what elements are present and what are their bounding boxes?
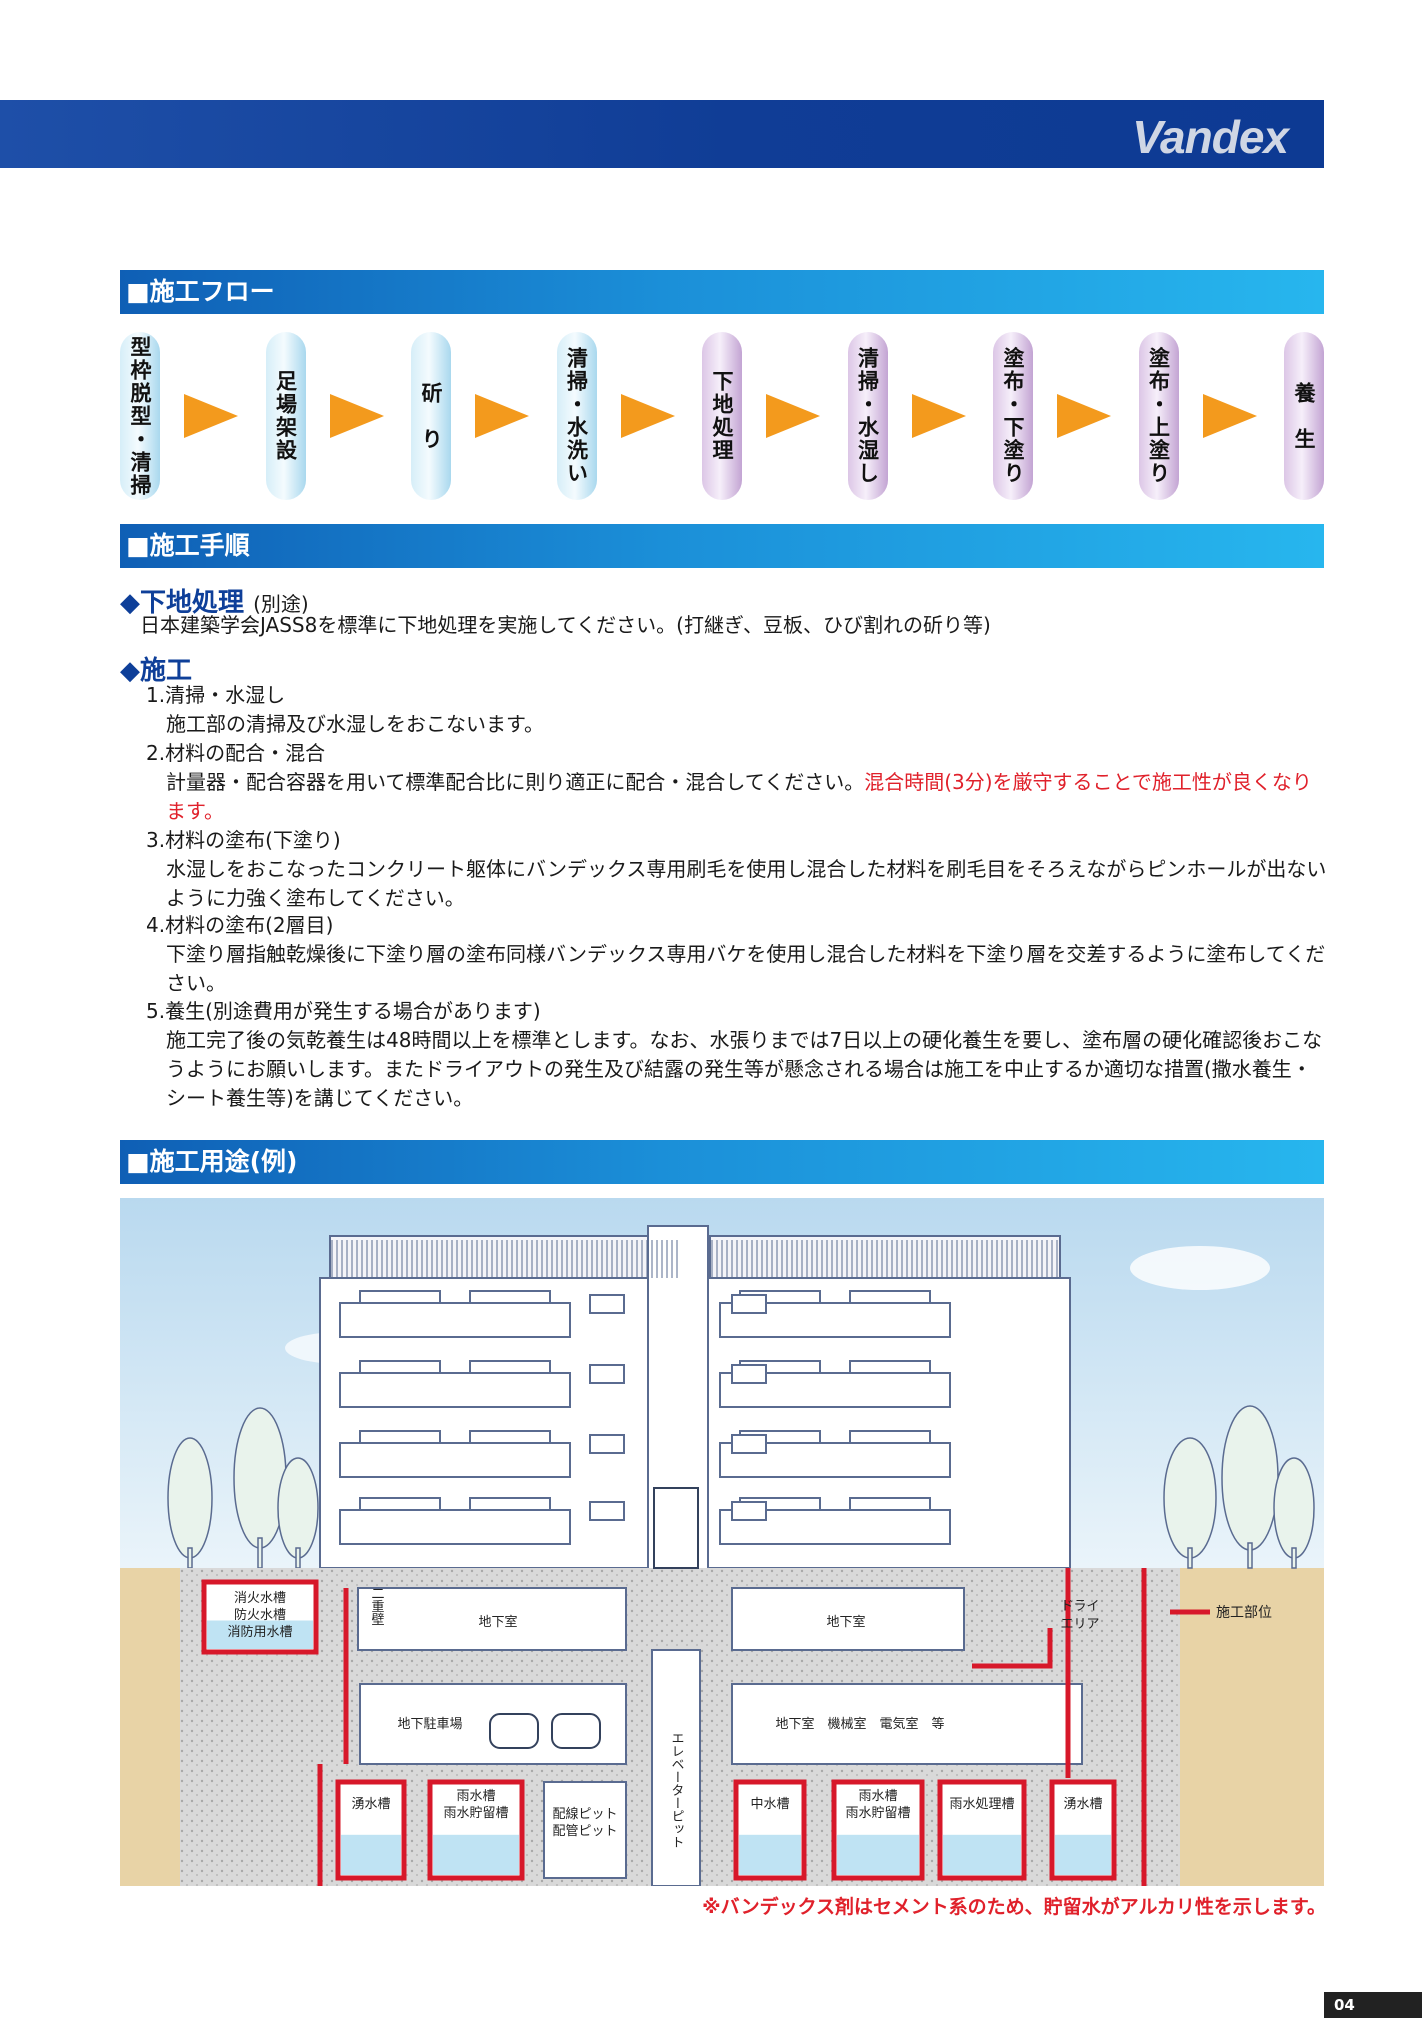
illustration-label: 防火水槽 bbox=[234, 1607, 286, 1623]
basement-rooms bbox=[357, 1587, 1083, 1887]
footnote: ※バンデックス剤はセメント系のため、貯留水がアルカリ性を示します。 bbox=[702, 1896, 1326, 1918]
illustration-label: 湧水槽 bbox=[1063, 1796, 1102, 1812]
illustration-label: 配管ピット bbox=[552, 1824, 617, 1839]
flow-step-label: 塗布・下塗り bbox=[1001, 347, 1025, 485]
flow-step-label: 型枠脱型・清掃 bbox=[128, 335, 152, 497]
header-band: Vandex bbox=[0, 100, 1324, 168]
roof-rail bbox=[331, 1240, 1058, 1278]
building bbox=[319, 1225, 1071, 1847]
illustration-label: 雨水処理槽 bbox=[949, 1797, 1014, 1812]
illustration-label: 地下室 bbox=[826, 1614, 865, 1630]
substrate-note: (別途) bbox=[253, 592, 309, 616]
cars bbox=[489, 1713, 601, 1749]
illustration-label: 湧水槽 bbox=[351, 1796, 390, 1812]
illustration-label: 雨水槽 bbox=[456, 1789, 495, 1804]
step-text: 計量器・配合容器を用いて標準配合比に則り適正に配合・混合してください。 bbox=[166, 770, 865, 794]
illustration-label: 消火水槽 bbox=[234, 1591, 286, 1606]
illustration-label: 中水槽 bbox=[750, 1797, 789, 1812]
legend: 施工部位 bbox=[1170, 1605, 1272, 1621]
flow-step-label: 清掃・水湿し bbox=[855, 347, 880, 485]
flow-step-label: 足場架設 bbox=[273, 370, 298, 462]
section-title-flow: ■施工フロー bbox=[120, 270, 1324, 314]
flow-arrow-icon bbox=[1057, 394, 1111, 438]
flow-step-9: 養 生 bbox=[1284, 332, 1324, 500]
trees-left bbox=[167, 1407, 319, 1569]
illustration-label: 雨水貯留槽 bbox=[443, 1806, 508, 1821]
work-heading: ◆施工 bbox=[120, 656, 192, 686]
trees-right bbox=[1163, 1405, 1315, 1569]
flow-step-label: 斫 り bbox=[419, 381, 443, 451]
flow-step-7: 塗布・下塗り bbox=[993, 332, 1033, 500]
illustration-label: 消防用水槽 bbox=[227, 1624, 292, 1640]
flow-step-5: 下地処理 bbox=[702, 332, 742, 500]
flow-step-8: 塗布・上塗り bbox=[1138, 332, 1179, 500]
step-title: 1.清掃・水湿し bbox=[146, 683, 286, 707]
flow-arrow-icon bbox=[911, 394, 966, 438]
water bbox=[341, 1834, 401, 1875]
water bbox=[943, 1834, 1021, 1875]
illustration-label: 雨水貯留槽 bbox=[845, 1806, 910, 1821]
flow-step-label: 下地処理 bbox=[710, 370, 734, 462]
step-text: 施工部の清掃及び水湿しをおこないます。 bbox=[166, 712, 544, 736]
flow-arrow-icon bbox=[1202, 394, 1257, 438]
water bbox=[207, 1620, 313, 1649]
illustration-label: エリア bbox=[1060, 1617, 1099, 1632]
flow-step-label: 清掃・水洗い bbox=[564, 347, 589, 485]
step-text: 施工完了後の気乾養生は48時間以上を標準とします。なお、水張りまでは7日以上の硬… bbox=[166, 1028, 1323, 1110]
flow-arrow-icon bbox=[766, 394, 820, 438]
illustration-label: 配線ピット bbox=[552, 1806, 617, 1822]
flow-arrow-icon bbox=[620, 394, 675, 438]
water bbox=[433, 1834, 519, 1875]
flow-arrow-icon bbox=[329, 394, 384, 438]
step-title: 2.材料の配合・混合 bbox=[146, 741, 326, 765]
step-body: 施工部の清掃及び水湿しをおこないます。 bbox=[166, 710, 1328, 739]
illustration-label: 雨水槽 bbox=[858, 1789, 897, 1804]
substrate-text: 日本建築学会JASS8を標準に下地処理を実施してください。(打継ぎ、豆板、ひび割… bbox=[140, 613, 991, 637]
flow-arrow-icon bbox=[184, 394, 238, 438]
step-body: 計量器・配合容器を用いて標準配合比に則り適正に配合・混合してください。混合時間(… bbox=[166, 768, 1328, 826]
step-warning-text: 混合時間(3分)を厳守することで施工性が良くなります。 bbox=[166, 770, 1312, 823]
construction-flow: 型枠脱型・清掃 足場架設 斫 り 清掃・水洗い 下地処理 清掃・水湿し 塗布・下塗り 塗布・上… bbox=[120, 332, 1324, 500]
building-illustration: 消火水槽防火水槽消防用水槽 二重壁地下室 地下室 ドライエリア地下駐車場 地下室 機械室… bbox=[120, 1198, 1324, 1887]
section-title-usage: ■施工用途(例) bbox=[120, 1140, 1324, 1184]
construction-parts bbox=[201, 1568, 1147, 1886]
flow-step-1: 型枠脱型・清掃 bbox=[120, 332, 160, 500]
flow-step-label: 養 生 bbox=[1292, 381, 1316, 451]
step-body: 下塗り層指触乾燥後に下塗り層の塗布同様バンデックス専用バケを使用し混合した材料を… bbox=[166, 940, 1328, 998]
illustration-label: 地下駐車場 bbox=[397, 1717, 462, 1732]
step-title: 4.材料の塗布(2層目) bbox=[146, 913, 334, 937]
flow-arrow-icon bbox=[475, 394, 529, 438]
illustration-label: ドライ bbox=[1060, 1599, 1099, 1614]
step-text: 水湿しをおこなったコンクリート躯体にバンデックス専用刷毛を使用し混合した材料を刷… bbox=[166, 857, 1327, 910]
flow-step-6: 清掃・水湿し bbox=[847, 332, 888, 500]
illustration-label: 地下室 bbox=[478, 1614, 517, 1630]
flow-step-4: 清掃・水洗い bbox=[556, 332, 597, 500]
step-title: 5.養生(別途費用が発生する場合があります) bbox=[146, 999, 541, 1023]
substrate-heading: ◆下地処理 (別途) bbox=[120, 588, 309, 618]
section-title-procedure: ■施工手順 bbox=[120, 524, 1324, 568]
illustration-label: 地下室 機械室 電気室 等 bbox=[775, 1716, 944, 1732]
page-number: 04 bbox=[1324, 1992, 1422, 2018]
flow-step-3: 斫 り bbox=[411, 332, 451, 500]
illustration-label: エレベーターピット bbox=[669, 1732, 685, 1849]
step-body: 施工完了後の気乾養生は48時間以上を標準とします。なお、水張りまでは7日以上の硬… bbox=[166, 1026, 1328, 1113]
water bbox=[739, 1834, 801, 1875]
illustration-label: 二重壁 bbox=[369, 1587, 385, 1626]
tank bbox=[543, 1781, 627, 1879]
elevator bbox=[653, 1487, 699, 1569]
step-title: 3.材料の塗布(下塗り) bbox=[146, 828, 341, 852]
step-body: 水湿しをおこなったコンクリート躯体にバンデックス専用刷毛を使用し混合した材料を刷… bbox=[166, 855, 1328, 913]
flow-step-2: 足場架設 bbox=[265, 332, 306, 500]
water bbox=[837, 1834, 919, 1875]
vandex-logo: Vandex bbox=[1132, 111, 1289, 163]
flow-step-label: 塗布・上塗り bbox=[1146, 347, 1171, 485]
legend-label: 施工部位 bbox=[1216, 1605, 1272, 1621]
step-text: 下塗り層指触乾燥後に下塗り層の塗布同様バンデックス専用バケを使用し混合した材料を… bbox=[166, 942, 1326, 995]
water bbox=[1055, 1834, 1111, 1875]
